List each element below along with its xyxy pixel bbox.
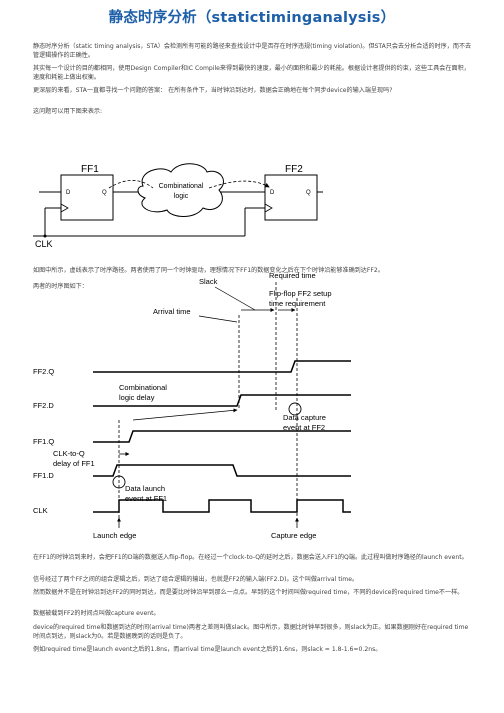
logic-label-line1: Combinational (159, 183, 204, 190)
arrival-pointer (198, 315, 238, 323)
paragraph-sta-question: 更深层的来看，STA一直都寻找一个问题的答案： 在所有条件下，当时钟沿到达时，数… (33, 87, 393, 94)
comb-delay-line2: logic delay (119, 393, 155, 402)
timing-path-dashed (108, 180, 269, 188)
ff2-label: FF2 (285, 164, 303, 175)
slack-pointer (214, 286, 256, 311)
waveform-clk (93, 499, 351, 513)
capture-edge-label: Capture edge (271, 531, 316, 540)
signal-label-ff2q: FF2.Q (33, 367, 54, 376)
timing-diagram: FF2.Q FF2.D FF1.Q FF1.D CLK Slack Requir… (33, 271, 351, 540)
combinational-logic-cloud (137, 163, 224, 217)
launch-edge-label: Launch edge (93, 531, 136, 540)
paragraph-slack-example: 例如required time是launch event之后的1.8ns，而ar… (33, 646, 382, 653)
paragraph-timing-path: 如图中所示，虚线表示了时序路径。两者使用了同一个时钟驱动，理想情况下FF1的数据… (33, 267, 384, 274)
comb-delay-arrow (132, 408, 238, 421)
paragraph-required-time: 然而数据并不是在时钟沿到达FF2的同时到达，而是要比时钟沿早到那么一点点。早到的… (33, 589, 464, 596)
waveform-ff2q (93, 360, 351, 373)
ff2-d-pin: D (270, 190, 275, 196)
capture-event-line1: Data capture (283, 413, 326, 422)
paragraph-launch-event: 在FF1的时钟沿到来时，会把FF1的D端的数据送入flip-flop。在经过一个… (33, 554, 468, 561)
ff2-box (264, 174, 318, 221)
paragraph-figure-intro: 这问题可以用下图来表示: (33, 108, 103, 115)
required-time-label: Required time (269, 271, 316, 280)
clk-label: CLK (35, 239, 53, 249)
paragraph-capture-event: 数据被载到FF2的时间点叫做capture event。 (33, 610, 160, 617)
page-title: 静态时序分析（statictiminganalysis） (108, 10, 396, 26)
clock-junction-dot (43, 234, 47, 238)
ff1-clock-triangle (60, 203, 69, 213)
paragraph-timing-intro: 两者的时序图如下： (33, 283, 88, 290)
signal-label-ff2d: FF2.D (33, 401, 54, 410)
signal-label-ff1q: FF1.Q (33, 437, 54, 446)
ff1-label: FF1 (81, 164, 99, 175)
signal-label-clk: CLK (33, 506, 48, 515)
waveform-ff1d (93, 464, 351, 477)
comb-delay-line1: Combinational (119, 383, 167, 392)
circuit-diagram: FF1 D Q FF2 D Q Combinational logic CLK (33, 163, 323, 249)
launch-event-line2: event at FF1 (125, 494, 167, 503)
launch-event-circle (112, 475, 126, 489)
arrival-time-label: Arrival time (153, 307, 191, 316)
signal-label-ff1d: FF1.D (33, 471, 54, 480)
ff2-clock-triangle (264, 203, 273, 213)
paragraph-sta-intro: 静态时序分析（static timing analysis，STA）会检测所有可… (33, 43, 472, 60)
paragraph-arrival-time: 信号经过了两个FF之间的组合逻辑之后，到达了组合逻辑的输出，也就是FF2的输入端… (33, 576, 359, 583)
paragraph-design-goals: 其实每一个设计的目的都相同，使用Design Compiler和IC Compi… (33, 65, 470, 82)
clk-to-q-line1: CLK-to-Q (53, 449, 85, 458)
capture-event-line2: event at FF2 (283, 423, 325, 432)
capture-event-circle (288, 402, 302, 416)
ff1-d-pin: D (66, 190, 71, 196)
launch-event-line1: Data launch (125, 484, 165, 493)
waveform-ff1q (93, 430, 351, 443)
setup-label-line1: Flip-flop FF2 setup (269, 289, 332, 298)
clk-to-q-line2: delay of FF1 (53, 459, 95, 468)
ff2-q-pin: Q (306, 190, 311, 196)
paragraph-slack: device的required time和数据到达的时间(arrival tim… (33, 624, 469, 641)
ff1-box (60, 174, 114, 221)
ff1-q-pin: Q (102, 190, 107, 196)
slack-label: Slack (199, 277, 218, 286)
logic-label-line2: logic (174, 193, 189, 200)
setup-label-line2: time requirement (269, 299, 326, 308)
